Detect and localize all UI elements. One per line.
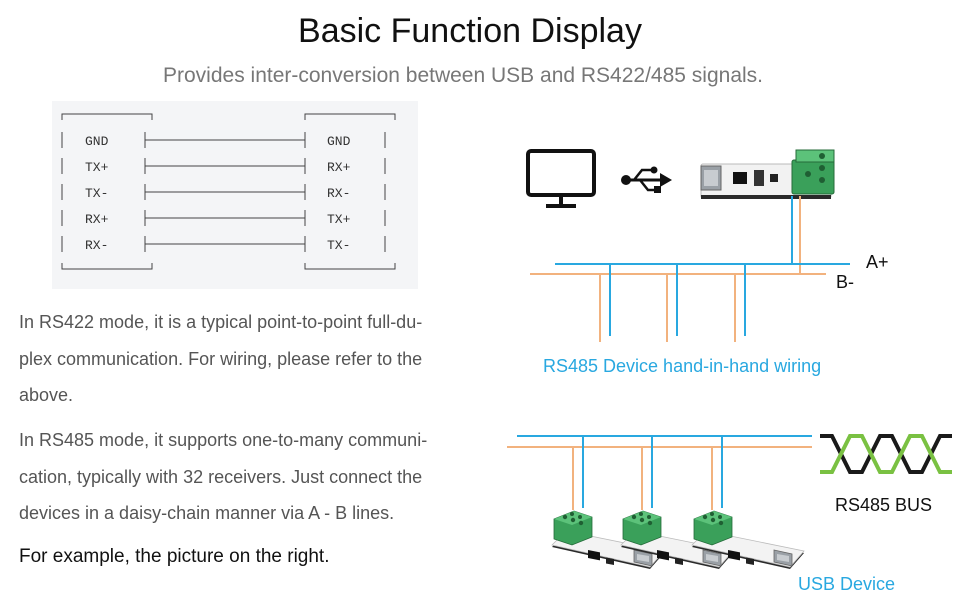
monitor-icon xyxy=(526,149,596,208)
top-bus-lines xyxy=(530,196,850,342)
right-pin-label: GND xyxy=(327,134,351,149)
text-line: cation, typically with 32 receivers. Jus… xyxy=(19,466,423,487)
left-pin-label: RX+ xyxy=(85,212,109,227)
text-line: above. xyxy=(19,385,74,405)
a-line-label: A+ xyxy=(866,252,889,272)
left-pin-label: TX+ xyxy=(85,160,109,175)
left-pin-label: RX- xyxy=(85,238,108,253)
bottom-bus-lines xyxy=(507,435,812,510)
handinhand-caption: RS485 Device hand-in-hand wiring xyxy=(543,356,821,376)
right-pin-label: TX- xyxy=(327,238,350,253)
usb-device-label: USB Device xyxy=(798,574,895,594)
text-line: In RS485 mode, it supports one-to-many c… xyxy=(19,430,428,450)
wiring-frame: GND TX+ TX- RX+ RX- GND RX+ RX- TX+ TX- xyxy=(61,113,396,270)
text-line: devices in a daisy-chain manner via A - … xyxy=(19,503,395,523)
example-note: For example, the picture on the right. xyxy=(19,546,330,567)
right-pin-label: TX+ xyxy=(327,212,351,227)
usb-icon xyxy=(621,166,672,193)
rs485-waveform xyxy=(820,434,952,474)
right-pin-label: RX- xyxy=(327,186,350,201)
text-line: plex communication. For wiring, please r… xyxy=(19,348,423,369)
rs422-wiring-block: GND TX+ TX- RX+ RX- GND RX+ RX- TX+ TX- xyxy=(52,101,418,289)
page-subtitle: Provides inter-conversion between USB an… xyxy=(163,64,764,87)
page-title: Basic Function Display xyxy=(298,12,642,50)
right-pin-label: RX+ xyxy=(327,160,351,175)
rs485-bus-label: RS485 BUS xyxy=(835,495,932,515)
text-line: In RS422 mode, it is a typical point-to-… xyxy=(19,312,423,332)
b-line-label: B- xyxy=(836,272,854,292)
usb-converter-module xyxy=(700,149,835,199)
rs422-description: In RS422 mode, it is a typical point-to-… xyxy=(19,304,489,414)
rs485-description: In RS485 mode, it supports one-to-many c… xyxy=(19,422,489,532)
left-pin-label: GND xyxy=(85,134,109,149)
left-pin-label: TX- xyxy=(85,186,108,201)
